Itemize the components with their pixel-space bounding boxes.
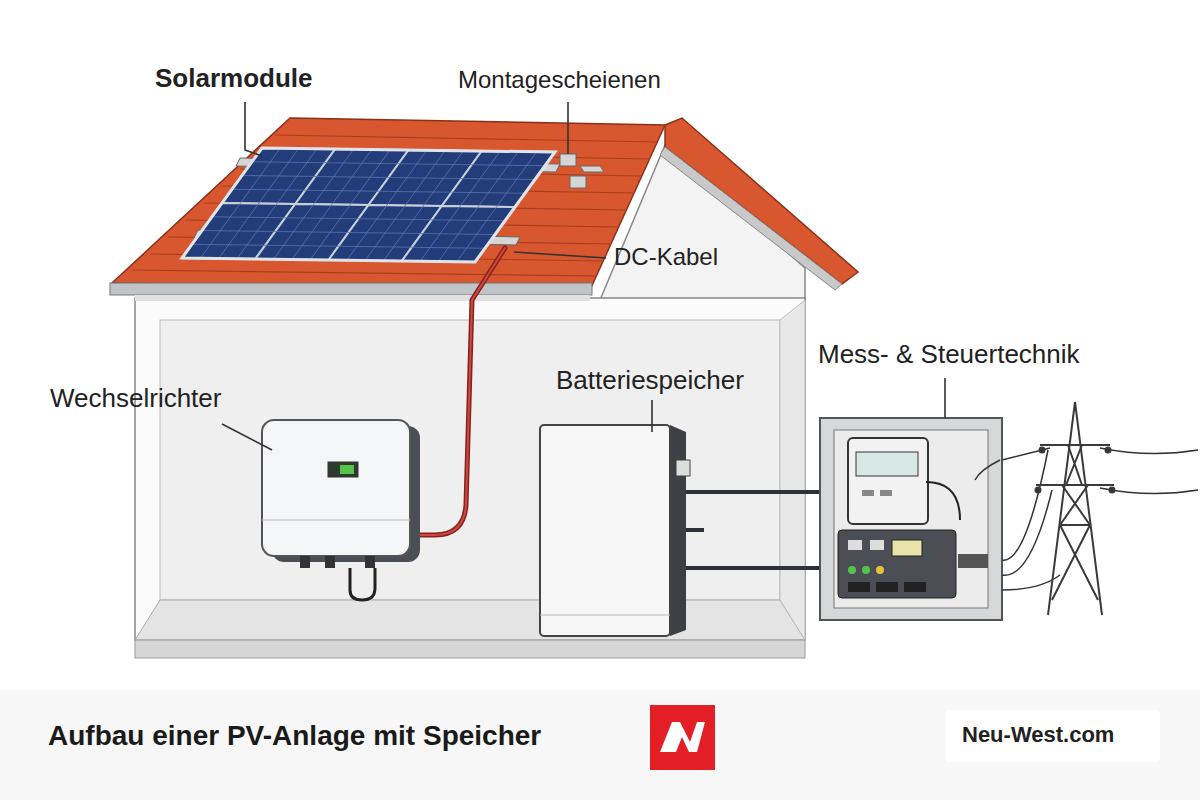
dc-cable: [410, 248, 505, 535]
meter-cabinet: [820, 418, 1002, 620]
part-label: Wechselrichter: [50, 384, 221, 414]
website-url-wrap: Neu-West.com: [962, 722, 1114, 747]
footer-band: [0, 690, 1200, 800]
ac-cables: [686, 492, 822, 568]
house: [135, 145, 805, 658]
diagram-title: Aufbau einer PV-Anlage mit Speicher: [48, 720, 541, 752]
part-label-wrap: Batteriespeicher: [556, 366, 744, 396]
part-label: Montagescheienen: [458, 66, 661, 94]
inverter: [262, 420, 420, 600]
solar-panels: [182, 148, 555, 262]
logo-mark: [660, 722, 705, 752]
part-label: DC-Kabel: [614, 243, 718, 271]
part-label: Batteriespeicher: [556, 366, 744, 396]
power-pylon: [1036, 402, 1115, 615]
part-label: Solarmodule: [155, 64, 312, 94]
logo: [650, 705, 715, 770]
part-label: Mess- & Steuertechnik: [818, 340, 1080, 370]
leader-lines: [222, 102, 945, 450]
url-box: [945, 710, 1160, 762]
battery: [540, 425, 690, 636]
part-label-wrap: DC-Kabel: [614, 243, 718, 271]
part-label-wrap: Montagescheienen: [458, 66, 661, 94]
website-url: Neu-West.com: [962, 722, 1114, 747]
part-label-wrap: Solarmodule: [155, 64, 312, 94]
diagram-title-wrap: Aufbau einer PV-Anlage mit Speicher: [48, 720, 541, 752]
part-label-wrap: Wechselrichter: [50, 384, 221, 414]
roof: [110, 118, 858, 301]
part-label-wrap: Mess- & Steuertechnik: [818, 340, 1080, 370]
